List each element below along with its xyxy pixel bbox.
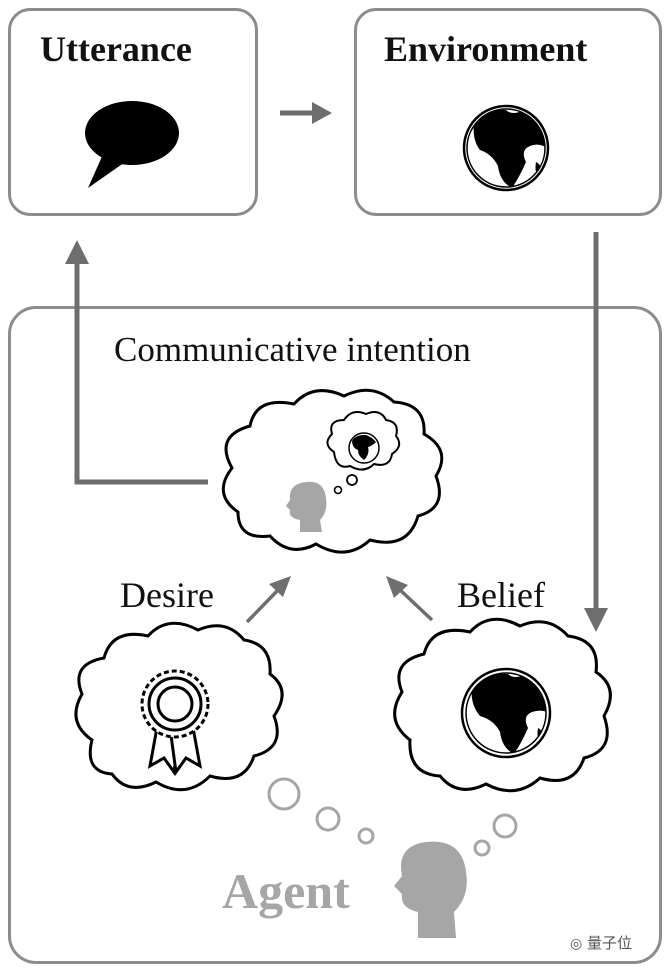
desire-label: Desire bbox=[120, 575, 214, 615]
watermark-text: 量子位 bbox=[587, 934, 633, 952]
belief-label: Belief bbox=[457, 575, 545, 615]
communicative-intention-label: Communicative intention bbox=[114, 330, 471, 369]
agent-label: Agent bbox=[222, 863, 350, 919]
environment-title: Environment bbox=[384, 29, 588, 69]
utterance-to-environment-arrow bbox=[280, 102, 332, 124]
wechat-icon: ◎ bbox=[570, 936, 583, 952]
watermark: ◎ 量子位 bbox=[570, 932, 632, 953]
utterance-title: Utterance bbox=[40, 29, 192, 69]
